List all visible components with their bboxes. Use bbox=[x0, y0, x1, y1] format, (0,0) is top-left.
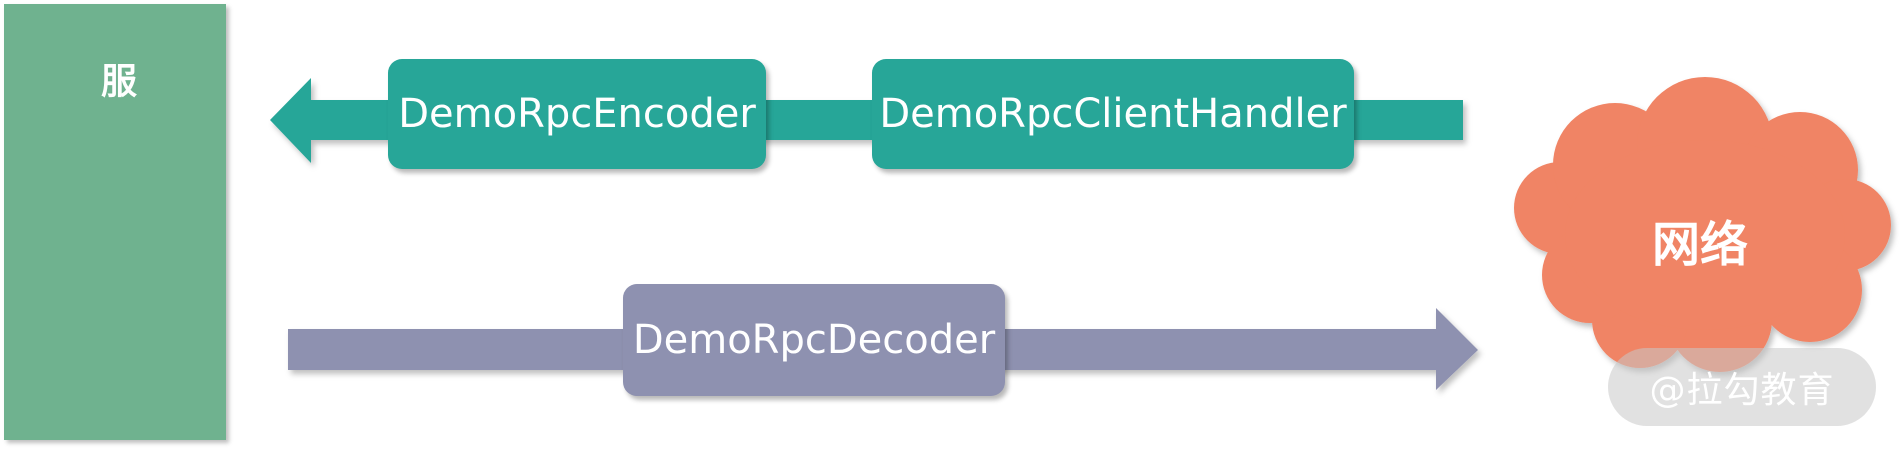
client-handler-label: DemoRpcClientHandler bbox=[879, 91, 1347, 137]
encoder-box: DemoRpcEncoder bbox=[388, 59, 766, 169]
decoder-box: DemoRpcDecoder bbox=[623, 284, 1005, 396]
network-cloud-icon bbox=[1514, 77, 1891, 372]
network-label: 网络 bbox=[1651, 217, 1748, 273]
sidebar-char: 务 bbox=[0, 62, 4, 106]
server-business-logic-panel: 服 务 端 业 务 逻 辑 bbox=[4, 4, 226, 440]
encoder-label: DemoRpcEncoder bbox=[398, 91, 756, 137]
client-handler-box: DemoRpcClientHandler bbox=[872, 59, 1354, 169]
sidebar-char: 服 bbox=[95, 62, 136, 106]
decoder-label: DemoRpcDecoder bbox=[632, 317, 996, 363]
server-business-logic-label: 服 务 端 业 务 逻 辑 bbox=[4, 62, 226, 106]
watermark: @拉勾教育 bbox=[1608, 348, 1876, 426]
outbound-arrow bbox=[270, 78, 1463, 163]
